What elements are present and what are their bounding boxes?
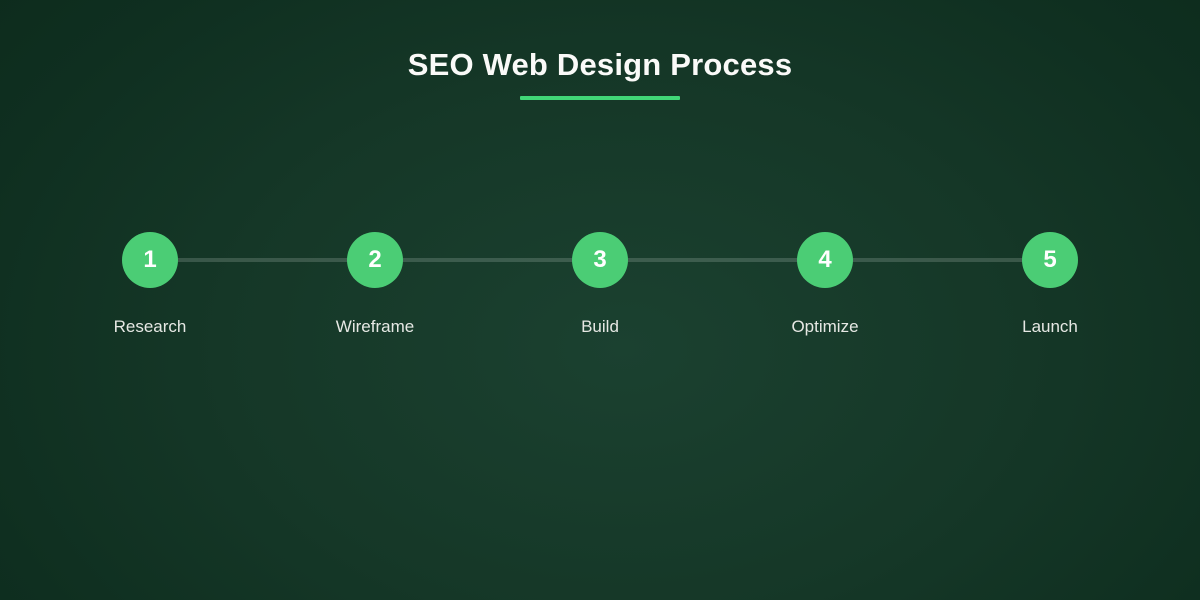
step-label: Research xyxy=(113,317,187,336)
step-label: Launch xyxy=(1022,317,1078,336)
header: SEO Web Design Process xyxy=(0,47,1200,101)
step-circle: 3 xyxy=(572,232,628,288)
timeline-steps: 1 Research 2 Wireframe 3 Build 4 Optimiz… xyxy=(90,232,1110,337)
step-number: 3 xyxy=(593,246,607,273)
step-circle: 4 xyxy=(797,232,853,288)
process-step-optimize: 4 Optimize xyxy=(765,232,885,337)
process-step-wireframe: 2 Wireframe xyxy=(315,232,435,337)
step-circle: 2 xyxy=(347,232,403,288)
step-label: Build xyxy=(581,317,619,336)
step-label: Wireframe xyxy=(335,317,415,336)
title-underline xyxy=(520,96,680,101)
process-timeline: 1 Research 2 Wireframe 3 Build 4 Optimiz… xyxy=(90,232,1110,337)
step-number: 1 xyxy=(143,246,157,273)
step-circle: 1 xyxy=(122,232,178,288)
step-number: 4 xyxy=(818,246,832,273)
process-step-research: 1 Research xyxy=(90,232,210,337)
step-label: Optimize xyxy=(791,317,859,336)
process-step-launch: 5 Launch xyxy=(990,232,1110,337)
step-circle: 5 xyxy=(1022,232,1078,288)
process-step-build: 3 Build xyxy=(540,232,660,337)
step-number: 5 xyxy=(1043,246,1057,273)
page-title: SEO Web Design Process xyxy=(407,47,793,82)
step-number: 2 xyxy=(368,246,382,273)
